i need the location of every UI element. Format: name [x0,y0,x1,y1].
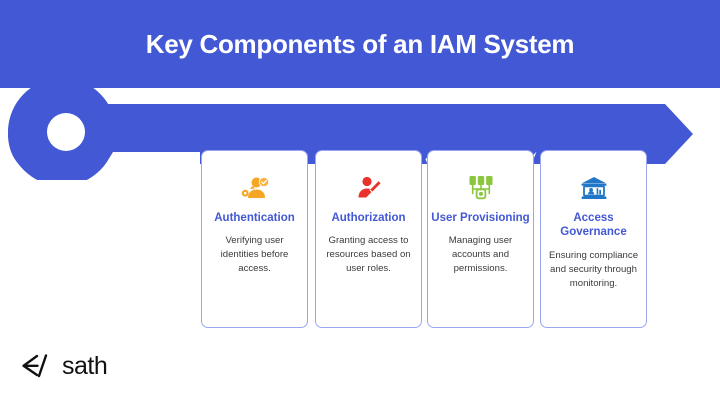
card-description: Ensuring compliance and security through… [548,249,639,289]
card-description: Managing user accounts and permissions. [448,235,513,275]
brand-logo[interactable]: sath [20,351,108,380]
provisioning-network-icon [466,173,496,203]
card-title: Authorization [331,212,406,224]
card-title: User Provisioning [431,212,530,224]
logo-wordmark: sath [62,351,108,380]
user-edit-pencil-icon [354,173,384,203]
component-card-authentication[interactable]: Authentication Verifying user identities… [201,150,308,328]
code-arrow-slash-icon [22,354,48,378]
key-shaft [108,104,642,152]
component-card-authorization[interactable]: Authorization Granting access to resourc… [315,150,422,328]
key-bow-hole [47,113,85,151]
card-description: Verifying user identities before access. [220,235,289,275]
card-title: Authentication [214,212,295,224]
page-title: Key Components of an IAM System [145,28,575,59]
user-check-key-icon [240,173,270,203]
card-title: Access Governance [560,212,627,239]
card-description: Granting access to resources based on us… [326,235,411,275]
bank-governance-icon [579,173,609,203]
component-card-user-provisioning[interactable]: User Provisioning Managing user accounts… [427,150,534,328]
header-band [0,0,720,88]
component-card-access-governance[interactable]: Access Governance Ensuring compliance an… [540,150,647,328]
key-tip [636,104,693,164]
components-card-row: Authentication Verifying user identities… [0,150,720,332]
